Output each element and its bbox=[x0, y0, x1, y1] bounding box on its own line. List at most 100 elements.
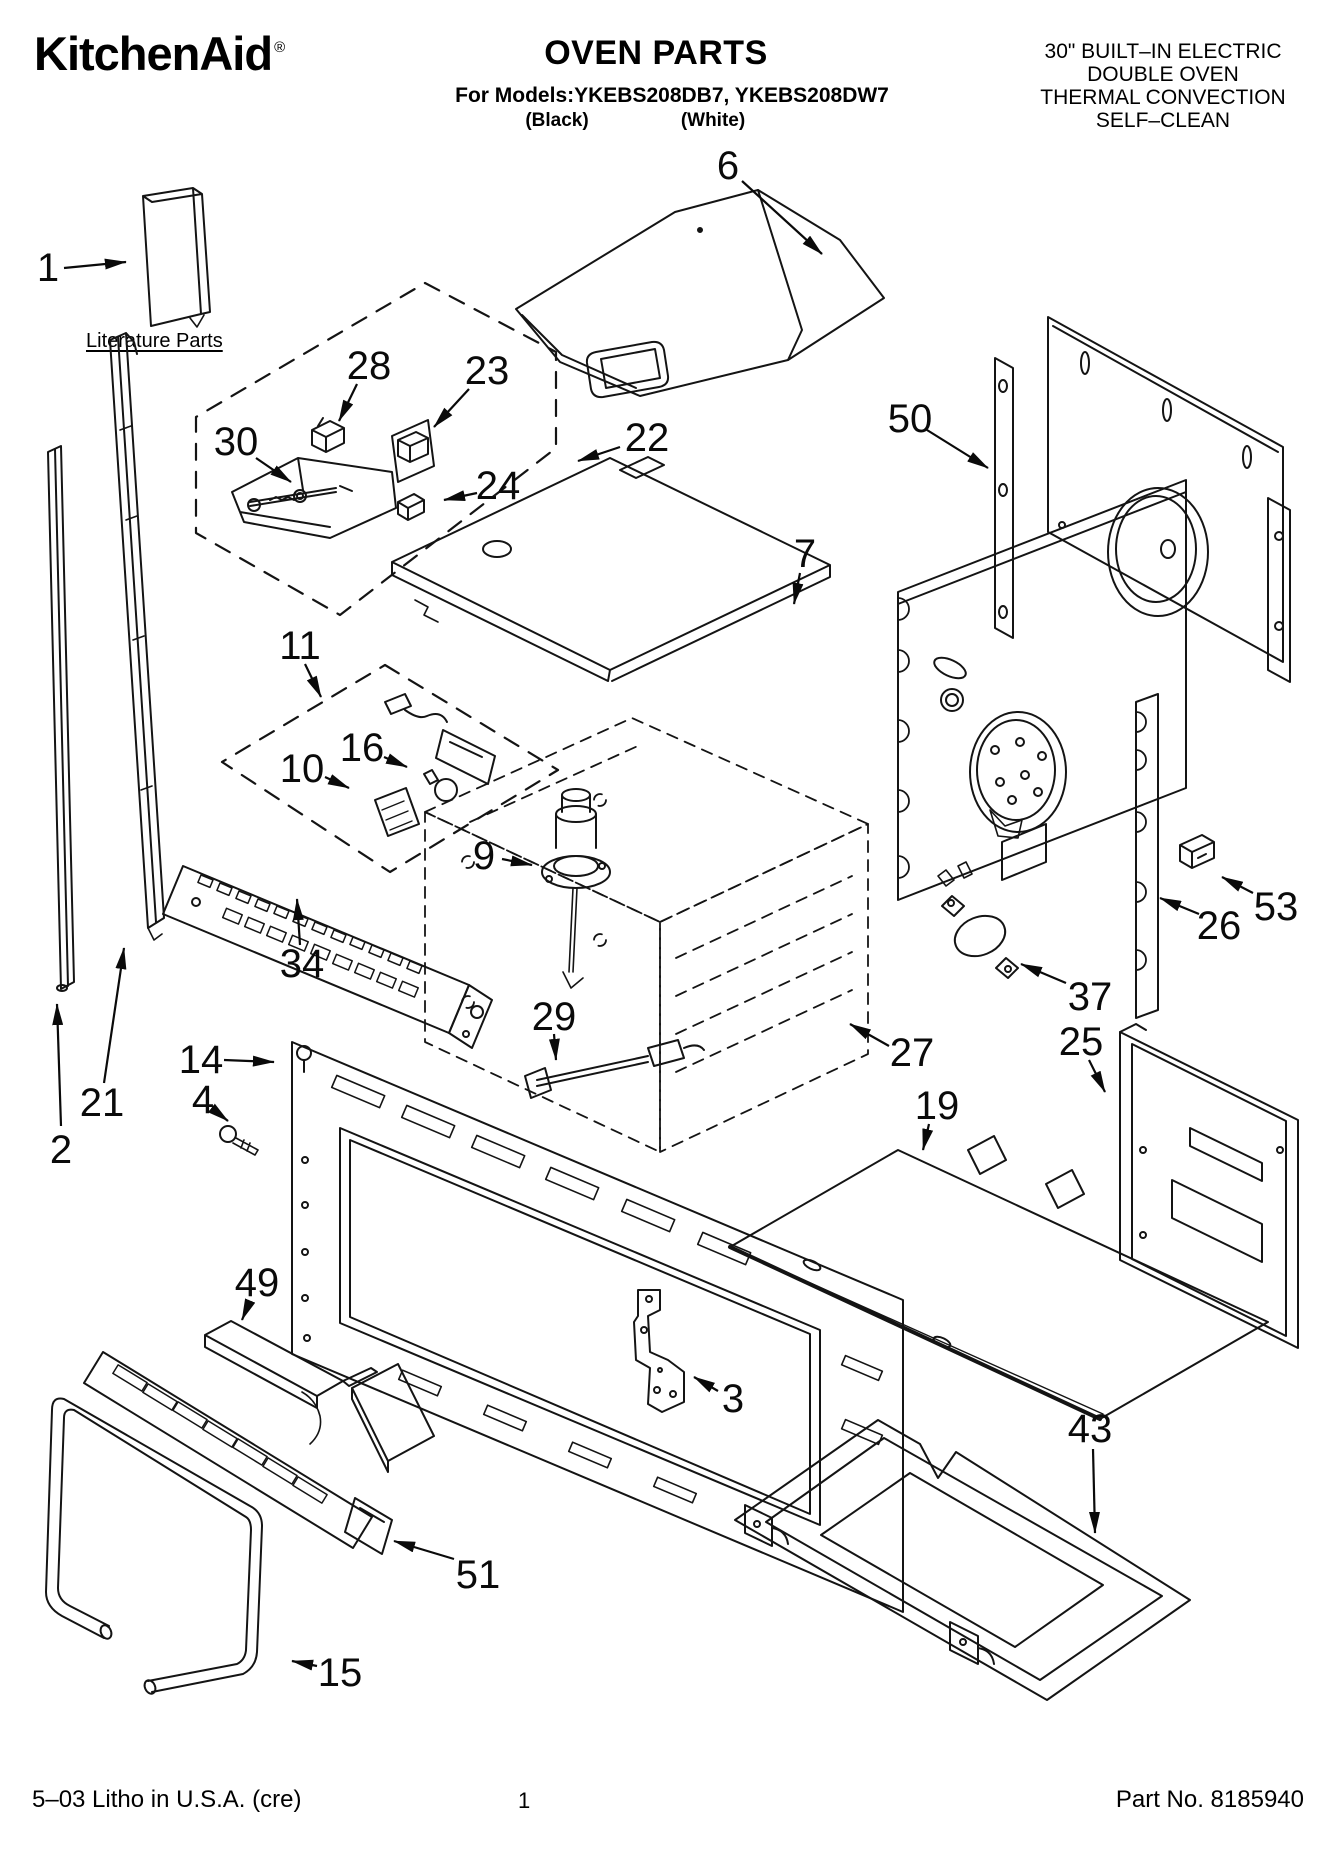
callout-30: 30 bbox=[214, 420, 292, 483]
callout-11: 11 bbox=[279, 624, 322, 698]
callout-arrow bbox=[393, 1539, 455, 1561]
part-43-bottom-tray bbox=[734, 1419, 1191, 1701]
page-title: OVEN PARTS bbox=[544, 34, 768, 72]
spec-line: DOUBLE OVEN bbox=[1087, 63, 1239, 86]
callout-arrow bbox=[324, 774, 350, 789]
brand-logo: KitchenAid® bbox=[34, 26, 285, 81]
callout-number: 22 bbox=[625, 416, 670, 460]
part-9-vent-assembly bbox=[541, 788, 611, 989]
callout-number: 34 bbox=[280, 942, 325, 986]
part-2-side-rod bbox=[47, 445, 75, 992]
models-line: For Models:YKEBS208DB7, YKEBS208DW7 bbox=[455, 84, 889, 107]
callout-number: 10 bbox=[280, 747, 325, 791]
footer-page-number: 1 bbox=[518, 1788, 531, 1813]
callout-7: 7 bbox=[792, 532, 816, 605]
footer-part-number: Part No. 8185940 bbox=[1115, 1786, 1304, 1813]
part-21-side-trim bbox=[109, 332, 165, 941]
part-25-side-panel bbox=[1119, 1023, 1299, 1349]
part-30-bracket-assembly bbox=[231, 457, 397, 539]
callout-3: 3 bbox=[693, 1376, 744, 1421]
callout-number: 28 bbox=[347, 344, 392, 388]
callout-number: 25 bbox=[1059, 1020, 1104, 1064]
callout-number: 37 bbox=[1068, 975, 1113, 1019]
part-51-trim-strip bbox=[83, 1351, 393, 1555]
callout-arrow bbox=[255, 457, 292, 483]
part-49-support-bar bbox=[204, 1320, 435, 1473]
callout-arrow bbox=[291, 1659, 318, 1671]
callout-29: 29 bbox=[532, 995, 577, 1061]
callout-arrow bbox=[207, 1103, 229, 1122]
part-28-switch bbox=[311, 417, 345, 453]
callout-4: 4 bbox=[192, 1078, 229, 1122]
callout-number: 3 bbox=[722, 1377, 744, 1421]
callout-number: 30 bbox=[214, 420, 259, 464]
callout-arrow bbox=[338, 383, 358, 422]
callout-10: 10 bbox=[280, 747, 350, 791]
part-7-divider-panel bbox=[391, 456, 831, 682]
callout-50: 50 bbox=[888, 397, 989, 469]
callout-number: 27 bbox=[890, 1031, 935, 1075]
footer-litho: 5–03 Litho in U.S.A. (cre) bbox=[32, 1786, 302, 1813]
part-50-rear-panel bbox=[994, 316, 1291, 683]
callout-arrow bbox=[383, 753, 408, 769]
callout-16: 16 bbox=[340, 726, 408, 770]
callout-number: 9 bbox=[473, 834, 495, 878]
callout-arrow bbox=[501, 855, 533, 867]
callout-number: 6 bbox=[717, 144, 739, 188]
callout-number: 23 bbox=[465, 349, 510, 393]
callout-arrow bbox=[849, 1023, 890, 1047]
callout-number: 26 bbox=[1197, 904, 1242, 948]
callout-19: 19 bbox=[915, 1084, 960, 1151]
part-24-connector bbox=[397, 493, 425, 521]
callout-number: 19 bbox=[915, 1084, 960, 1128]
callout-number: 43 bbox=[1068, 1407, 1113, 1451]
part-3-hinge-bracket bbox=[633, 1289, 685, 1413]
callout-arrow bbox=[63, 258, 127, 270]
part-14-front-frame bbox=[291, 1041, 904, 1613]
callout-arrow bbox=[443, 490, 478, 502]
callout-arrow bbox=[102, 947, 127, 1084]
part-19-shelf-panel bbox=[728, 1135, 1269, 1421]
callout-number: 4 bbox=[192, 1078, 214, 1122]
callout-arrow bbox=[304, 663, 322, 698]
callout-number: 15 bbox=[318, 1651, 363, 1695]
registered-mark: ® bbox=[274, 39, 285, 56]
part-29-oven-sensor bbox=[524, 1039, 705, 1099]
part-37-thermostat bbox=[937, 861, 1019, 979]
model-color-white: (White) bbox=[680, 110, 746, 131]
callout-6: 6 bbox=[717, 144, 823, 255]
callout-number: 16 bbox=[340, 726, 385, 770]
callout-number: 14 bbox=[179, 1038, 224, 1082]
callout-arrow bbox=[240, 1298, 256, 1321]
callout-arrow bbox=[1088, 1448, 1100, 1534]
callout-21: 21 bbox=[80, 947, 127, 1125]
callout-2: 2 bbox=[50, 1003, 72, 1172]
callout-1: 1 bbox=[37, 246, 127, 290]
callout-number: 50 bbox=[888, 397, 933, 441]
callout-number: 2 bbox=[50, 1128, 72, 1172]
callout-23: 23 bbox=[433, 349, 510, 428]
callout-arrow bbox=[1088, 1059, 1106, 1093]
callout-number: 11 bbox=[279, 624, 321, 668]
part-15-door-gasket bbox=[45, 1397, 263, 1695]
region-22-boundary bbox=[194, 281, 558, 617]
part-6-top-panel bbox=[515, 189, 885, 399]
callout-53: 53 bbox=[1221, 876, 1299, 929]
callout-arrow bbox=[1159, 896, 1200, 916]
callout-arrow bbox=[52, 1003, 64, 1127]
callout-43: 43 bbox=[1068, 1407, 1113, 1534]
part-26-oven-back-panel bbox=[897, 479, 1187, 1019]
callout-number: 29 bbox=[532, 995, 577, 1039]
callout-arrow bbox=[1221, 876, 1254, 894]
callout-arrow bbox=[741, 180, 823, 255]
callout-number: 53 bbox=[1254, 885, 1299, 929]
part-27-oven-cavity bbox=[424, 717, 869, 1153]
part-4-screw bbox=[219, 1125, 259, 1156]
callout-arrow bbox=[577, 445, 621, 463]
spec-block: 30" BUILT–IN ELECTRIC DOUBLE OVEN THERMA… bbox=[1002, 40, 1324, 132]
callout-number: 1 bbox=[37, 246, 59, 290]
brand-text: KitchenAid bbox=[34, 27, 273, 80]
part-10-lamp-lens bbox=[374, 787, 420, 837]
